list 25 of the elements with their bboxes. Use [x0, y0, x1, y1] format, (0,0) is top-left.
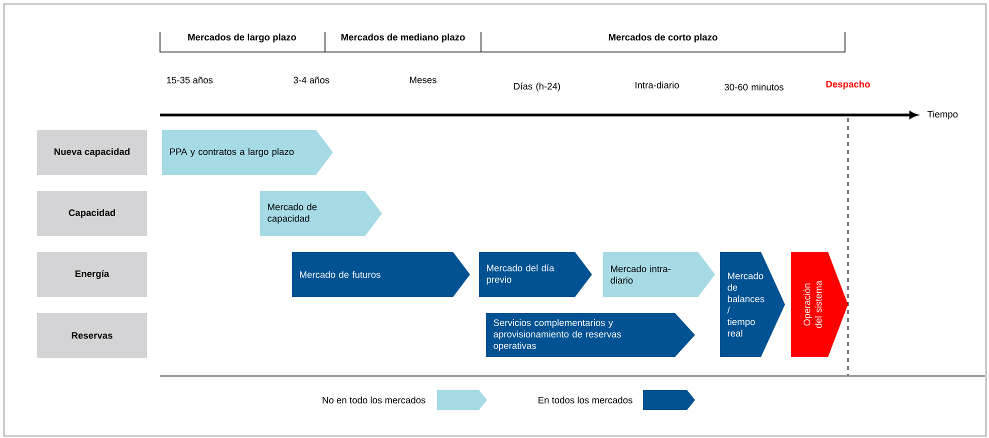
- chevron-box: PPA y contratos a largo plazo: [162, 130, 333, 175]
- time-label: Días (h-24): [514, 82, 560, 92]
- time-label: 15-35 años: [167, 76, 213, 84]
- time-label: 30-60 minutos: [724, 84, 784, 90]
- time-label: Meses: [410, 76, 436, 84]
- chevron-box: Mercado intra-diario: [603, 252, 715, 297]
- time-label: Intra-diario: [636, 82, 679, 88]
- legend-label: No en todo los mercados: [322, 396, 426, 404]
- header-label: Mercados de largo plazo: [188, 34, 296, 42]
- chevron-box: Mercado del día previo: [479, 252, 592, 297]
- row-header: Capacidad: [37, 191, 147, 236]
- time-label: Despacho: [826, 80, 870, 90]
- time-label: 3-4 años: [294, 76, 330, 84]
- row-header: Reservas: [37, 313, 147, 358]
- chevron-box: Mercado de futuros: [292, 252, 470, 297]
- chevron-box: Mercado de balances / tiempo real: [720, 252, 785, 357]
- row-header: Energía: [37, 252, 147, 297]
- chevron-box: Mercado de capacidad: [260, 191, 382, 236]
- header-label: Mercados de corto plazo: [608, 34, 718, 42]
- legend-label: En todos los mercados: [538, 396, 632, 404]
- row-header: Nueva capacidad: [37, 130, 147, 175]
- axis-label: Tiempo: [927, 110, 958, 120]
- header-label: Mercados de mediano plazo: [341, 34, 465, 42]
- chevron-box: Servicios complementarios y aprovisionamiento de reservas operativas: [486, 313, 695, 357]
- chevron-box: Operación del sistema: [791, 252, 848, 357]
